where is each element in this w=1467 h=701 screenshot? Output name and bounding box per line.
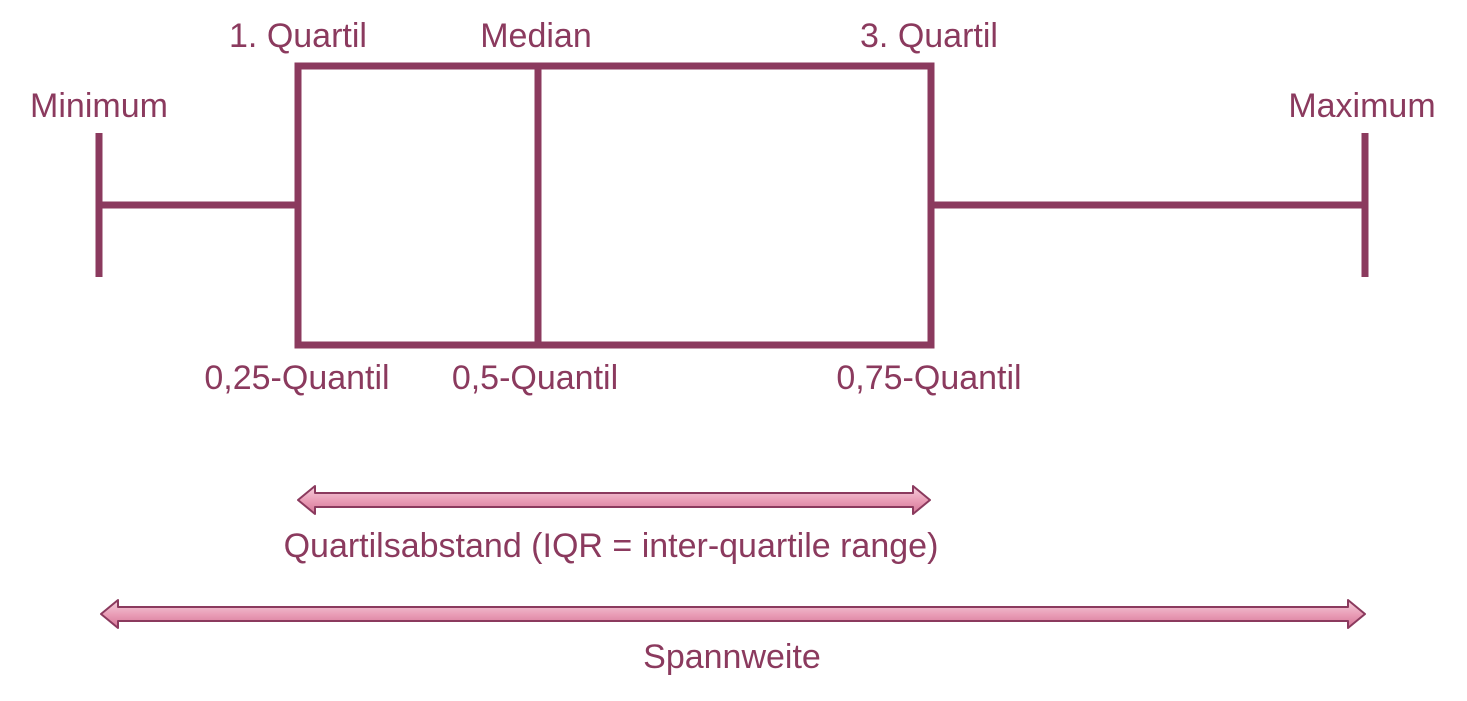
first-quartile-label: 1. Quartil: [229, 17, 367, 55]
quantile-075-label: 0,75-Quantil: [836, 359, 1021, 397]
iqr-label: Quartilsabstand (IQR = inter-quartile ra…: [284, 527, 939, 565]
range-label: Spannweite: [643, 638, 821, 676]
median-label: Median: [480, 17, 592, 55]
minimum-label: Minimum: [30, 87, 168, 125]
interquartile-box: [294, 62, 935, 349]
range-double-arrow: [100, 599, 1366, 629]
quantile-025-label: 0,25-Quantil: [204, 359, 389, 397]
iqr-double-arrow: [297, 485, 931, 515]
third-quartile-label: 3. Quartil: [860, 17, 998, 55]
maximum-label: Maximum: [1288, 87, 1435, 125]
quantile-05-label: 0,5-Quantil: [452, 359, 618, 397]
